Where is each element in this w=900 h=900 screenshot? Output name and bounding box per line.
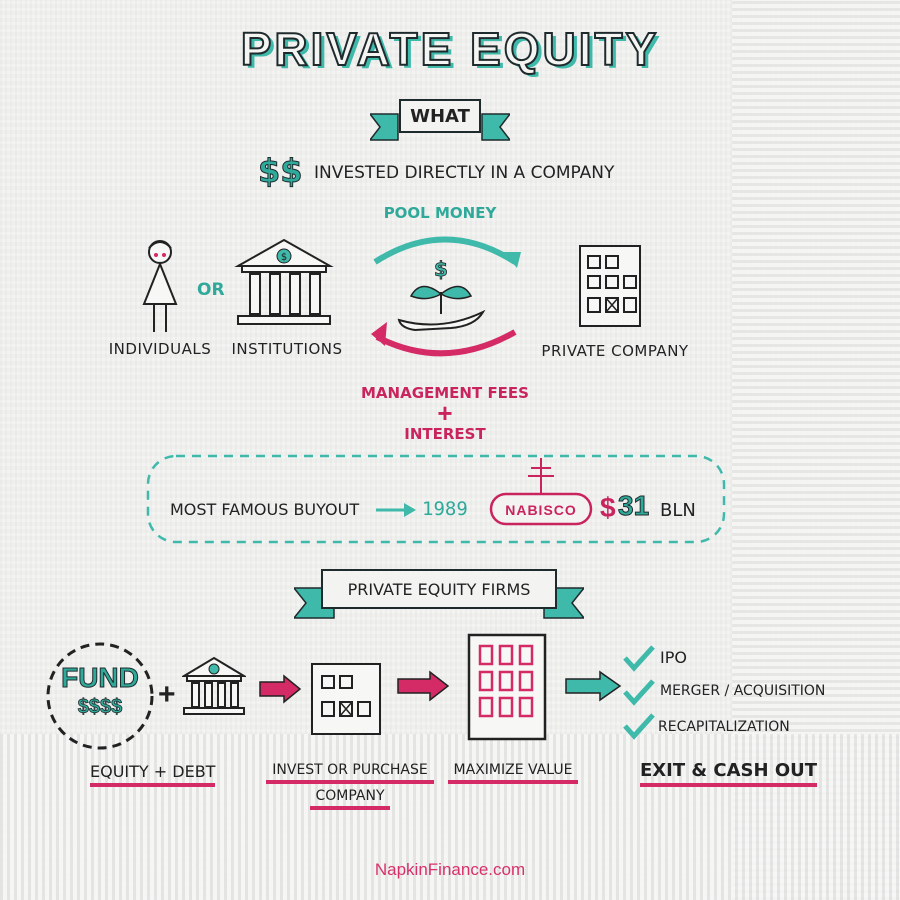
napkin-embossed-border-bottom [0,734,900,900]
individuals-label: INDIVIDUALS [108,340,212,358]
pink-arrow-icon-2 [397,670,450,702]
svg-text:$: $ [281,252,287,263]
pink-arrow-head [371,322,387,346]
step-equity-debt-label: EQUITY + DEBT [90,762,216,787]
nabisco-logo-text: NABISCO [505,502,577,518]
management-fees-label: MANAGEMENT FEES [361,384,529,402]
pool-money-label: POOL MONEY [383,204,497,222]
fund-plus-sign: + [158,678,176,711]
target-company-building-icon [311,663,381,735]
step-invest-label: INVEST OR PURCHASE [266,762,434,784]
check-icon-ipo [623,645,655,672]
teal-arrow-head [503,252,521,268]
debt-bank-icon [182,656,246,715]
pe-firms-banner-label: PRIVATE EQUITY FIRMS [347,580,531,599]
pool-money-cycle: $ [371,236,521,357]
check-icon-merger [623,679,655,706]
teal-arrow-icon [565,670,622,702]
svg-text:$: $ [434,257,448,281]
exit-option-recap: RECAPITALIZATION [658,719,790,735]
pe-firms-banner [294,569,584,619]
institution-bank-icon: $ [234,238,334,325]
buyout-year: 1989 [422,498,468,520]
fund-label: FUND [61,662,140,694]
buyout-amount: 31 [617,490,650,522]
dollar-sign-heading: $$ [258,152,304,191]
maximized-company-building-icon [467,633,547,741]
buyout-unit: BLN [660,500,696,521]
institutions-label: INSTITUTIONS [231,340,343,358]
buyout-dollar: $ [600,492,616,523]
fund-dollars: $$$$ [77,696,123,719]
fund-circle-icon [46,642,154,750]
or-label: OR [197,280,225,300]
exit-option-merger: MERGER / ACQUISITION [660,683,826,699]
step-maximize-label: MAXIMIZE VALUE [448,762,578,784]
definition-text: INVESTED DIRECTLY IN A COMPANY [314,163,615,183]
pink-arrow-icon-1 [259,674,302,704]
buyout-label: MOST FAMOUS BUYOUT [170,500,360,519]
what-banner [370,99,510,141]
buyout-arrow-icon [404,503,416,517]
plus-sign: + [437,398,453,428]
individual-person-icon [142,240,178,332]
page-title: PRIVATE EQUITY [240,22,660,76]
famous-buyout-box [146,454,726,544]
exit-option-ipo: IPO [660,648,687,667]
step-invest-label-line2: COMPANY [310,788,390,810]
private-company-label: PRIVATE COMPANY [541,342,689,360]
interest-label: INTEREST [404,425,486,443]
step-exit-label: EXIT & CASH OUT [640,760,818,787]
what-banner-label: WHAT [410,106,470,127]
check-icon-recap [623,713,655,740]
footer-url: NapkinFinance.com [374,860,526,879]
private-company-building-icon [579,245,641,327]
